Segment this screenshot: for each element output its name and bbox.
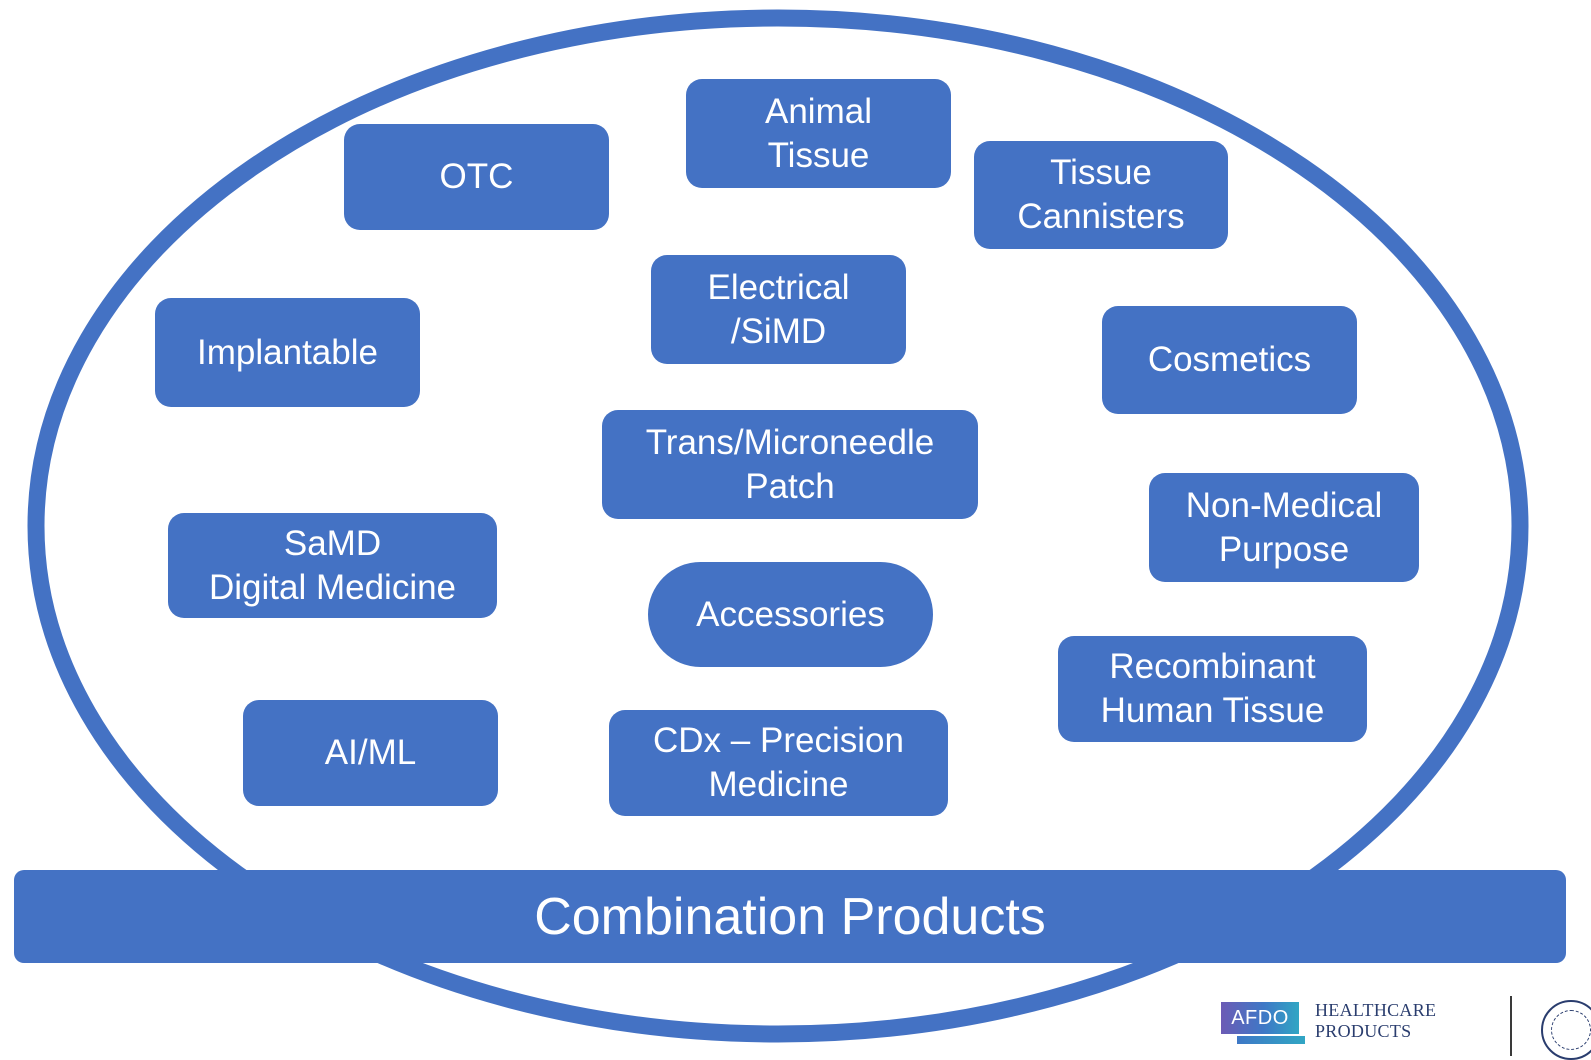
combination-products-banner: Combination Products (14, 870, 1566, 963)
node-cdx-line-2: Medicine (708, 765, 849, 804)
healthcare-products-wordmark: HEALTHCARE PRODUCTS (1315, 1000, 1436, 1042)
wordmark-line-1: HEALTHCARE (1315, 1000, 1437, 1020)
node-recombinant-line-1: Recombinant (1109, 647, 1316, 686)
node-tissue-cannisters: Tissue Cannisters (974, 141, 1228, 249)
node-trans-microneedle-line-1: Trans/Microneedle (645, 422, 935, 462)
node-non-medical-line-2: Purpose (1218, 529, 1350, 569)
node-tissue-cannisters-line-2: Cannisters (1017, 197, 1185, 236)
node-otc-line-1: OTC (439, 157, 514, 196)
footer-logos: AFDO HEALTHCARE PRODUCTS (1215, 996, 1591, 1060)
node-implantable-line-1: Implantable (197, 332, 378, 372)
node-recombinant-line-2: Human Tissue (1100, 691, 1325, 730)
node-trans-microneedle-line-2: Patch (745, 466, 835, 506)
node-cosmetics-line-1: Cosmetics (1147, 340, 1312, 379)
node-animal-tissue-line-1: Animal (765, 91, 872, 131)
node-animal-tissue-line-2: Tissue (767, 135, 870, 175)
node-samd-line-1: SaMD (283, 523, 382, 563)
node-animal-tissue: Animal Tissue (686, 79, 951, 188)
node-electrical-simd-line-2: /SiMD (730, 311, 827, 351)
node-cdx-precision-medicine: CDx – Precision Medicine (609, 710, 948, 816)
ellipse-outline (27, 9, 1529, 1043)
node-accessories-line-1: Accessories (696, 594, 885, 634)
node-samd-digital-medicine: SaMD Digital Medicine (168, 513, 497, 618)
node-cosmetics: Cosmetics (1102, 306, 1357, 414)
node-otc: OTC (344, 124, 609, 230)
node-recombinant-human-tissue: Recombinant Human Tissue (1058, 636, 1367, 742)
node-implantable: Implantable (155, 298, 420, 407)
wordmark-line-2: PRODUCTS (1315, 1021, 1412, 1041)
node-samd-line-2: Digital Medicine (208, 567, 457, 607)
node-tissue-cannisters-line-1: Tissue (1050, 153, 1152, 192)
node-non-medical-purpose: Non-Medical Purpose (1149, 473, 1419, 582)
seal-inner-ring (1551, 1010, 1591, 1050)
node-accessories: Accessories (648, 562, 933, 667)
node-electrical-simd-line-1: Electrical (707, 267, 850, 307)
node-cdx-line-1: CDx – Precision (653, 721, 904, 760)
seal-icon (1541, 1000, 1591, 1060)
node-ai-ml: AI/ML (243, 700, 498, 806)
node-trans-microneedle-patch: Trans/Microneedle Patch (602, 410, 978, 519)
afdo-logo: AFDO (1221, 1002, 1299, 1034)
banner-label: Combination Products (534, 887, 1046, 946)
node-ai-ml-line-1: AI/ML (324, 733, 417, 772)
logo-divider (1510, 996, 1512, 1056)
afdo-logo-underbar (1237, 1036, 1305, 1044)
node-electrical-simd: Electrical /SiMD (651, 255, 906, 364)
node-non-medical-line-1: Non-Medical (1185, 485, 1383, 525)
